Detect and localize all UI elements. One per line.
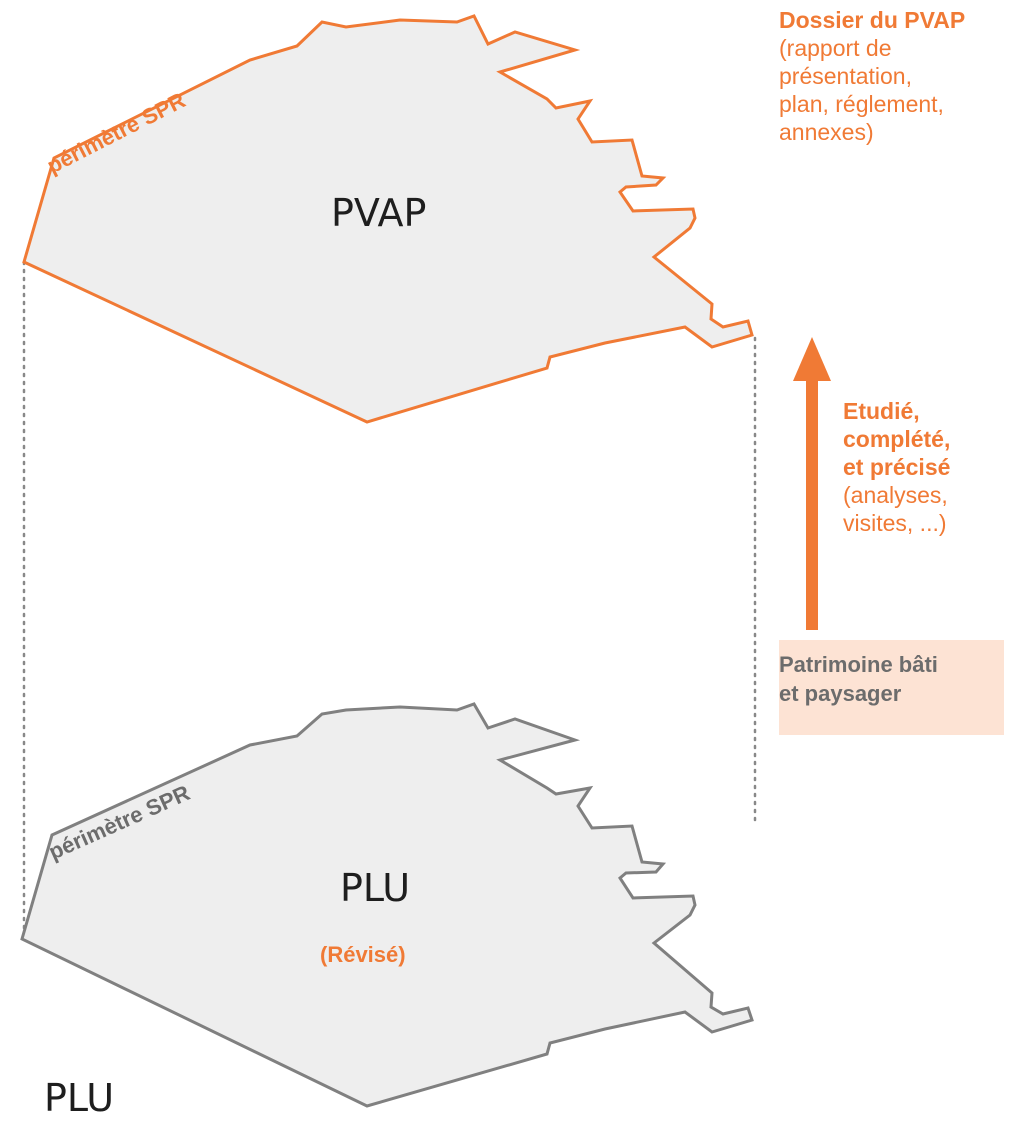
arrow-process-note: Etudié, complété, et précisé (analyses, … — [843, 397, 1014, 537]
heritage-box-line: Patrimoine bâti — [779, 652, 938, 677]
plu-title: PLU — [340, 866, 410, 910]
pvap-area-shape — [22, 14, 754, 424]
pvap-dossier-note: Dossier du PVAP (rapport de présentation… — [779, 6, 1014, 146]
pvap-title: PVAP — [331, 191, 426, 235]
dossier-note-title: Dossier du PVAP — [779, 7, 966, 33]
arrow-note-line: visites, ...) — [843, 510, 947, 536]
dossier-note-line: annexes) — [779, 119, 874, 145]
plu-revised-label: (Révisé) — [320, 942, 406, 967]
heritage-source-box: Patrimoine bâti et paysager — [779, 640, 1004, 735]
up-arrow-head — [793, 337, 831, 381]
dossier-note-line: présentation, — [779, 63, 912, 89]
plu-area-shape — [20, 702, 754, 1108]
plu-footer-label: PLU — [44, 1076, 115, 1120]
arrow-note-bold-line: Etudié, — [843, 398, 920, 424]
dossier-note-line: plan, réglement, — [779, 91, 944, 117]
heritage-box-line: et paysager — [779, 681, 902, 706]
arrow-note-bold-line: complété, — [843, 426, 951, 452]
up-arrow-shaft — [806, 378, 818, 630]
arrow-note-line: (analyses, — [843, 482, 948, 508]
dossier-note-line: (rapport de — [779, 35, 892, 61]
arrow-note-bold-line: et précisé — [843, 454, 951, 480]
